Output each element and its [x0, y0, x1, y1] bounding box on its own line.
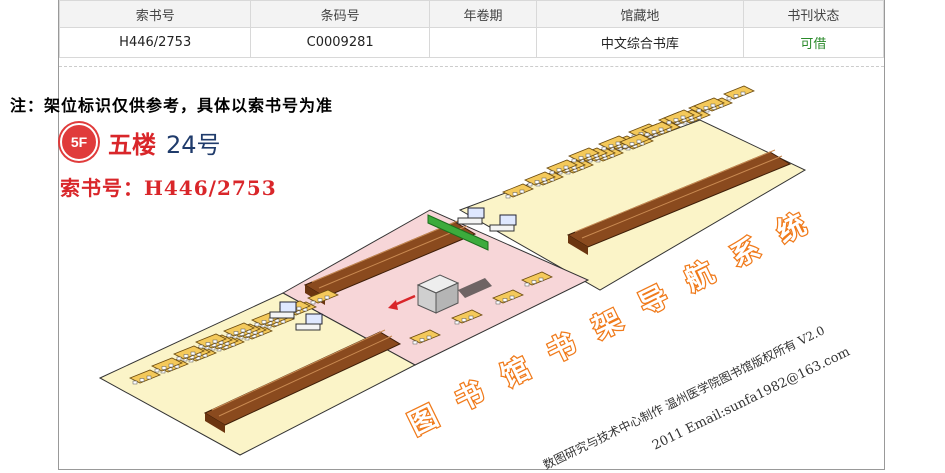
- reading-table: [502, 183, 534, 199]
- floor-indicator: 5F 五楼 24号: [60, 123, 221, 161]
- call-number-label: 索书号：H446/2753: [60, 176, 277, 200]
- target-shelf-marker: [427, 214, 489, 251]
- map-title-char: 系: [726, 231, 766, 273]
- reading-table: [663, 109, 695, 125]
- holdings-table: 索书号 条码号 年卷期 馆藏地 书刊状态 H446/2753 C0009281 …: [58, 0, 885, 58]
- map-title-char: 书: [542, 327, 582, 369]
- map-title-char: 架: [588, 303, 628, 345]
- header-call-number: 索书号: [58, 0, 252, 28]
- cell-location: 中文综合书库: [536, 27, 744, 58]
- map-title-char: 书: [450, 375, 490, 417]
- header-location: 馆藏地: [536, 0, 744, 28]
- reading-table: [546, 159, 578, 175]
- cell-call-number: H446/2753: [58, 27, 252, 58]
- computer-icon: [295, 313, 323, 331]
- header-status: 书刊状态: [742, 0, 885, 28]
- map-floor-left: [98, 292, 417, 456]
- map-title-char: 航: [680, 255, 720, 297]
- map-title-char: 馆: [496, 351, 536, 393]
- map-title-char: 统: [772, 207, 812, 249]
- map-title-char: 图: [404, 399, 444, 441]
- reading-table: [451, 309, 483, 325]
- cell-status: 可借: [742, 27, 885, 58]
- reading-table: [409, 329, 441, 345]
- shelf-block-left: [203, 329, 402, 433]
- reading-table: [619, 133, 651, 149]
- shelf-note: 注：架位标识仅供参考，具体以索书号为准: [10, 96, 334, 115]
- floor-name: 五楼: [108, 130, 156, 159]
- reading-table: [223, 322, 255, 338]
- reading-table: [568, 147, 600, 163]
- computer-icon: [457, 207, 485, 225]
- reading-table: [129, 369, 161, 385]
- reading-table: [307, 289, 339, 305]
- reading-table: [693, 97, 725, 113]
- reading-table: [723, 85, 755, 101]
- reading-table: [524, 171, 556, 187]
- table-row: H446/2753 C0009281 中文综合书库 可借: [58, 27, 885, 58]
- shelf-block-right: [566, 149, 792, 255]
- section-divider: [59, 66, 884, 67]
- cell-barcode: C0009281: [250, 27, 430, 58]
- shelf-number: 24号: [166, 130, 221, 159]
- reading-tables: [129, 85, 755, 385]
- reading-table: [151, 357, 183, 373]
- header-barcode: 条码号: [250, 0, 430, 28]
- holdings-header-row: 索书号 条码号 年卷期 馆藏地 书刊状态: [58, 0, 885, 28]
- service-desk: [416, 274, 492, 314]
- map-title-char: 导: [634, 279, 674, 321]
- reading-table: [173, 345, 205, 361]
- reading-table: [641, 121, 673, 137]
- computer-icon: [489, 214, 517, 232]
- reading-table: [492, 289, 524, 305]
- header-volume: 年卷期: [428, 0, 538, 28]
- cell-volume: [428, 27, 538, 58]
- computer-icon: [269, 301, 297, 319]
- reading-table: [521, 271, 553, 287]
- floor-badge: 5F: [60, 123, 98, 161]
- reading-table: [195, 333, 227, 349]
